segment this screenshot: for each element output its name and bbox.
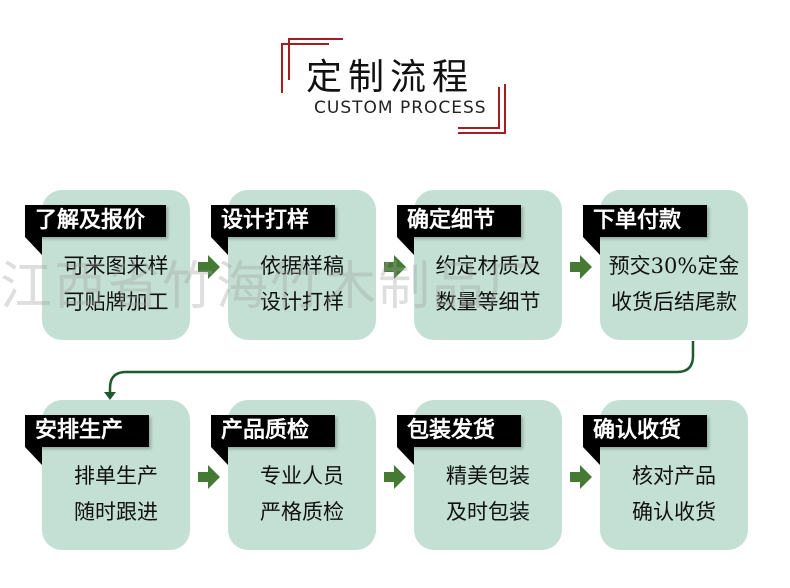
frame-decoration: [458, 127, 500, 129]
step-label: 下单付款: [583, 205, 707, 237]
step-label: 安排生产: [25, 415, 149, 447]
step-description: 预交30%定金收货后结尾款: [600, 248, 748, 320]
step-description-line2: 数量等细节: [435, 290, 541, 314]
banner-fold: [397, 237, 414, 255]
step-label: 产品质检: [211, 415, 335, 447]
step-description-line1: 专业人员: [260, 464, 344, 488]
frame-decoration: [504, 84, 506, 134]
step-description-line2: 随时跟进: [74, 500, 158, 524]
frame-decoration: [498, 87, 500, 129]
step-label: 确定细节: [397, 205, 521, 237]
arrow-right-icon: [570, 465, 592, 489]
step-description: 约定材质及数量等细节: [414, 248, 562, 320]
step-label: 设计打样: [211, 205, 335, 237]
step-description-line2: 设计打样: [260, 290, 344, 314]
arrow-right-icon: [384, 465, 406, 489]
step-description-line2: 及时包装: [446, 500, 530, 524]
step-description: 排单生产随时跟进: [42, 458, 190, 530]
arrow-right-icon: [570, 255, 592, 279]
step-description-line1: 精美包装: [446, 464, 530, 488]
frame-decoration: [288, 38, 290, 80]
frame-decoration: [288, 38, 343, 40]
frame-decoration: [281, 43, 283, 93]
arrow-right-icon: [384, 255, 406, 279]
banner-fold: [211, 237, 228, 255]
step-description-line1: 预交30%定金: [608, 254, 740, 278]
banner-fold: [583, 237, 600, 255]
connector-line: [108, 341, 695, 395]
frame-decoration: [281, 43, 329, 45]
page-subtitle: CUSTOM PROCESS: [314, 98, 487, 118]
step-label: 了解及报价: [25, 205, 166, 237]
connector-arrowhead: [104, 392, 116, 400]
step-description: 核对产品确认收货: [600, 458, 748, 530]
step-description: 可来图来样可贴牌加工: [42, 248, 190, 320]
step-description-line1: 核对产品: [632, 464, 716, 488]
step-label: 确认收货: [583, 415, 707, 447]
step-description-line2: 确认收货: [632, 500, 716, 524]
step-label: 包装发货: [397, 415, 521, 447]
page-title: 定制流程: [306, 57, 475, 98]
title-block: 定制流程 CUSTOM PROCESS: [278, 38, 508, 134]
banner-fold: [25, 237, 42, 255]
step-description: 精美包装及时包装: [414, 458, 562, 530]
arrow-right-icon: [198, 255, 220, 279]
step-description-line2: 可贴牌加工: [63, 290, 169, 314]
banner-fold: [25, 447, 42, 465]
step-description: 专业人员严格质检: [228, 458, 376, 530]
banner-fold: [397, 447, 414, 465]
step-description: 依据样稿设计打样: [228, 248, 376, 320]
arrow-right-icon: [198, 465, 220, 489]
step-description-line2: 严格质检: [260, 500, 344, 524]
frame-decoration: [458, 132, 506, 134]
step-description-line1: 依据样稿: [260, 254, 344, 278]
step-description-line1: 约定材质及: [435, 254, 541, 278]
banner-fold: [211, 447, 228, 465]
step-description-line2: 收货后结尾款: [611, 290, 737, 314]
step-description-line1: 可来图来样: [63, 254, 169, 278]
step-description-line1: 排单生产: [74, 464, 158, 488]
banner-fold: [583, 447, 600, 465]
